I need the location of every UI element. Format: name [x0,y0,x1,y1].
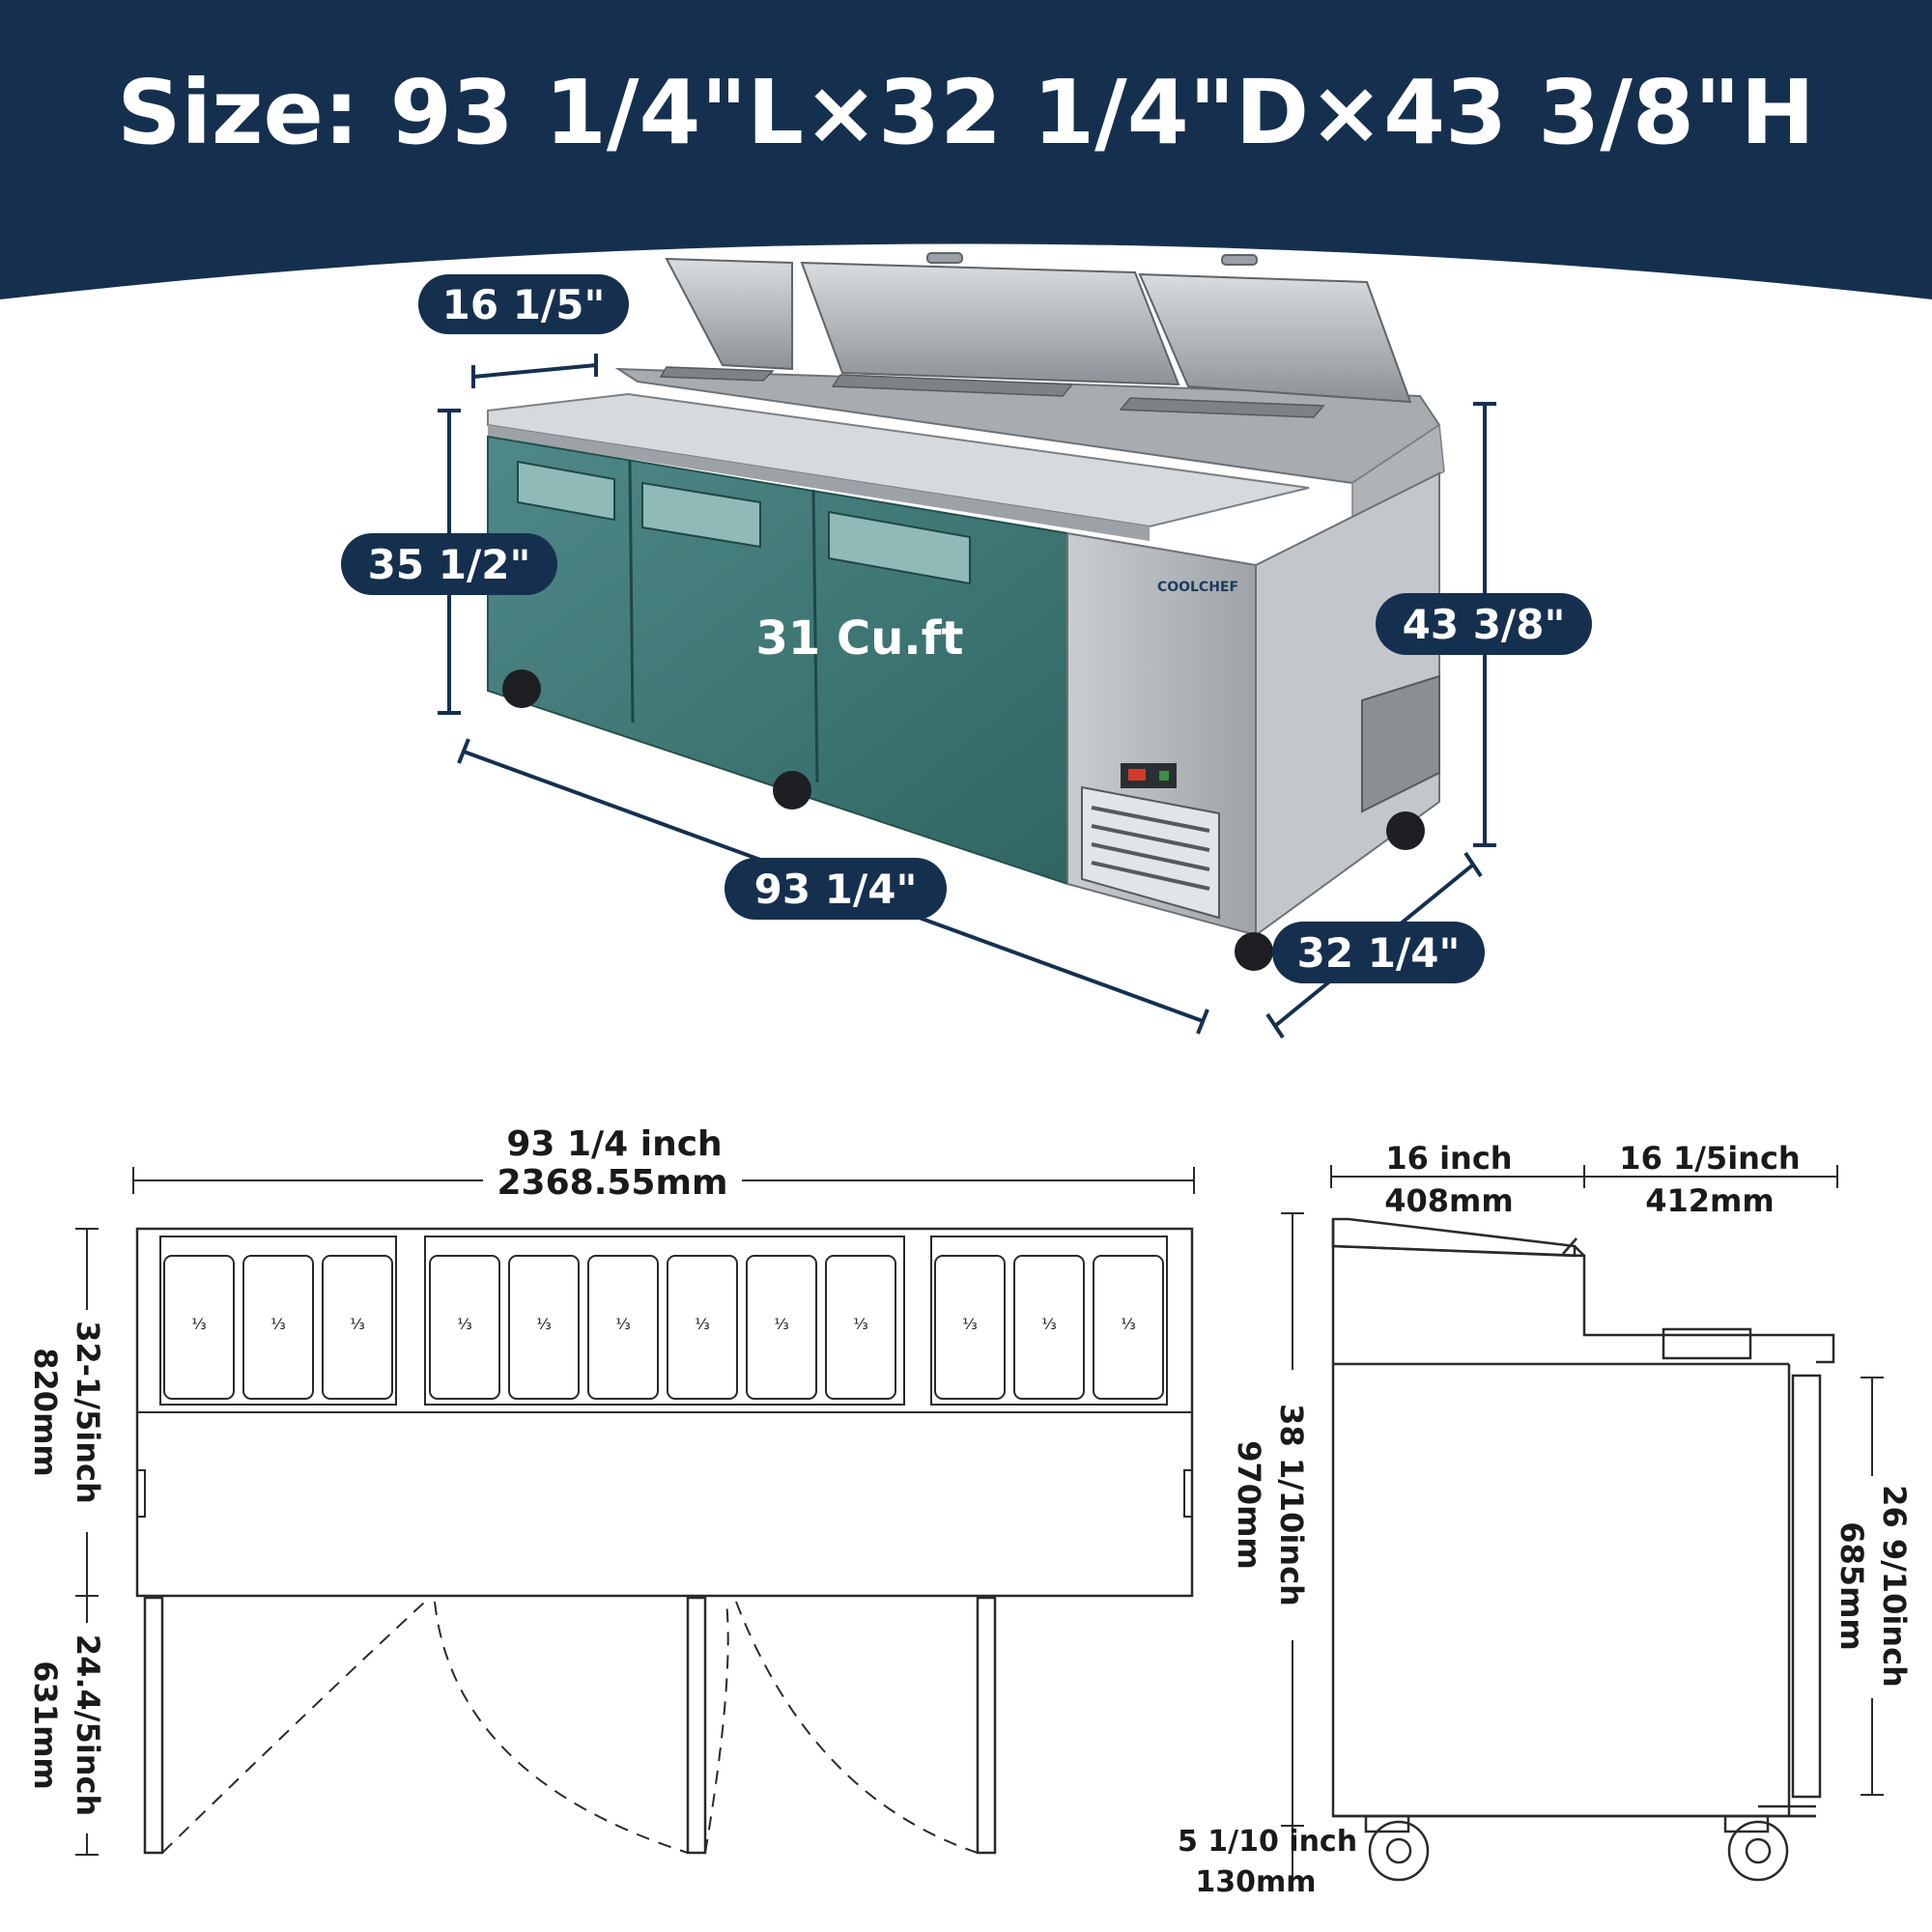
lid-left [665,257,793,371]
front-view-drawing: 93 1/4 inch 2368.55mm ⅓ ⅓ [27,1124,1195,1856]
svg-text:16 inch: 16 inch [1385,1140,1512,1177]
svg-text:412mm: 412mm [1645,1182,1774,1219]
svg-text:820mm: 820mm [27,1348,64,1476]
worktop [487,392,1310,528]
svg-text:2368.55mm: 2368.55mm [497,1163,728,1203]
svg-text:685mm: 685mm [1833,1521,1870,1650]
side-door-height-dimension: 26 9/10inch 685mm [1833,1377,1913,1796]
rail-pans [659,366,1325,418]
pan [429,1255,500,1400]
svg-text:408mm: 408mm [1384,1182,1513,1219]
door-swing-arcs [161,1601,979,1854]
pan-label: ⅓ [457,1315,472,1333]
svg-text:35 1/2": 35 1/2" [368,541,531,588]
pan [587,1255,659,1400]
open-doors [143,1596,997,1855]
pan [322,1255,393,1400]
door-handles [517,460,971,585]
svg-text:970mm: 970mm [1231,1440,1267,1569]
front-width-dimension: 93 1/4 inch 2368.55mm [132,1124,1195,1203]
svg-text:43 3/8": 43 3/8" [1403,601,1566,648]
badge-door-height: 35 1/2" [341,533,557,595]
svg-text:16 1/5": 16 1/5" [442,281,606,328]
side-vent-mesh [1361,674,1440,813]
svg-text:631mm: 631mm [27,1661,64,1789]
pan-label: ⅓ [615,1315,631,1333]
pan-label: ⅓ [536,1315,552,1333]
brand-logo: COOLCHEF [1157,580,1238,595]
pan-row [163,1255,1164,1400]
svg-text:26 9/10inch: 26 9/10inch [1876,1485,1913,1688]
lid-right [1138,272,1412,404]
pan [1013,1255,1085,1400]
svg-text:16 1/5inch: 16 1/5inch [1619,1140,1800,1177]
pan-label: ⅓ [853,1315,868,1333]
lid-center [800,261,1180,386]
capacity-label: 31 Cu.ft [756,611,964,666]
pan [746,1255,817,1400]
badge-pan-width: 16 1/5" [418,274,629,334]
vent-grille [1081,785,1220,920]
side-body-outline [1331,1217,1835,1818]
side-casters [1364,1814,1789,1882]
svg-text:93 1/4": 93 1/4" [754,866,918,913]
pan [934,1255,1006,1400]
side-width-dimension: 16 inch 408mm 16 1/5inch 412mm [1330,1140,1838,1219]
svg-text:130mm: 130mm [1195,1865,1316,1899]
pan [1093,1255,1164,1400]
pan-label: ⅓ [191,1315,207,1333]
pan [667,1255,738,1400]
svg-text:5 1/10 inch: 5 1/10 inch [1178,1825,1357,1859]
side-view-drawing: 16 inch 408mm 16 1/5inch 412mm [1178,1140,1913,1899]
product-illustration: 31 Cu.ft COOLCHEF [487,252,1445,971]
pan [825,1255,896,1400]
pan [242,1255,314,1400]
header-background [0,0,1932,299]
caster-height-dimension: 5 1/10 inch 130mm [1178,1825,1357,1899]
badge-length: 93 1/4" [724,858,947,920]
pan-label: ⅓ [1121,1315,1136,1333]
svg-text:38 1/10inch: 38 1/10inch [1273,1404,1310,1606]
pan-label: ⅓ [270,1315,286,1333]
pan-label: ⅓ [350,1315,365,1333]
svg-text:32-1/5inch: 32-1/5inch [70,1321,106,1504]
svg-text:32 1/4": 32 1/4" [1297,929,1461,977]
page-title: Size: 93 1/4"L×32 1/4"D×43 3/8"H [117,61,1815,164]
pan-label: ⅓ [1041,1315,1057,1333]
svg-text:93 1/4 inch: 93 1/4 inch [506,1124,722,1164]
svg-text:24.4/5inch: 24.4/5inch [70,1634,106,1816]
pan-label: ⅓ [695,1315,710,1333]
pan-labels: ⅓ ⅓ ⅓ ⅓ ⅓ ⅓ ⅓ ⅓ ⅓ ⅓ ⅓ ⅓ [191,1315,1136,1333]
pan [508,1255,580,1400]
badge-depth: 32 1/4" [1272,922,1485,983]
casters [502,669,1425,971]
pan [163,1255,235,1400]
front-height-dimension: 32-1/5inch 820mm 24.4/5inch 631mm [27,1228,106,1856]
open-lids [665,252,1412,404]
pan-label: ⅓ [774,1315,789,1333]
side-body-height-dimension: 38 1/10inch 970mm [1231,1212,1310,1827]
badge-total-height: 43 3/8" [1376,593,1592,655]
pan-label: ⅓ [962,1315,978,1333]
top-box-side [1351,423,1445,524]
header-banner: Size: 93 1/4"L×32 1/4"D×43 3/8"H [0,0,1932,299]
